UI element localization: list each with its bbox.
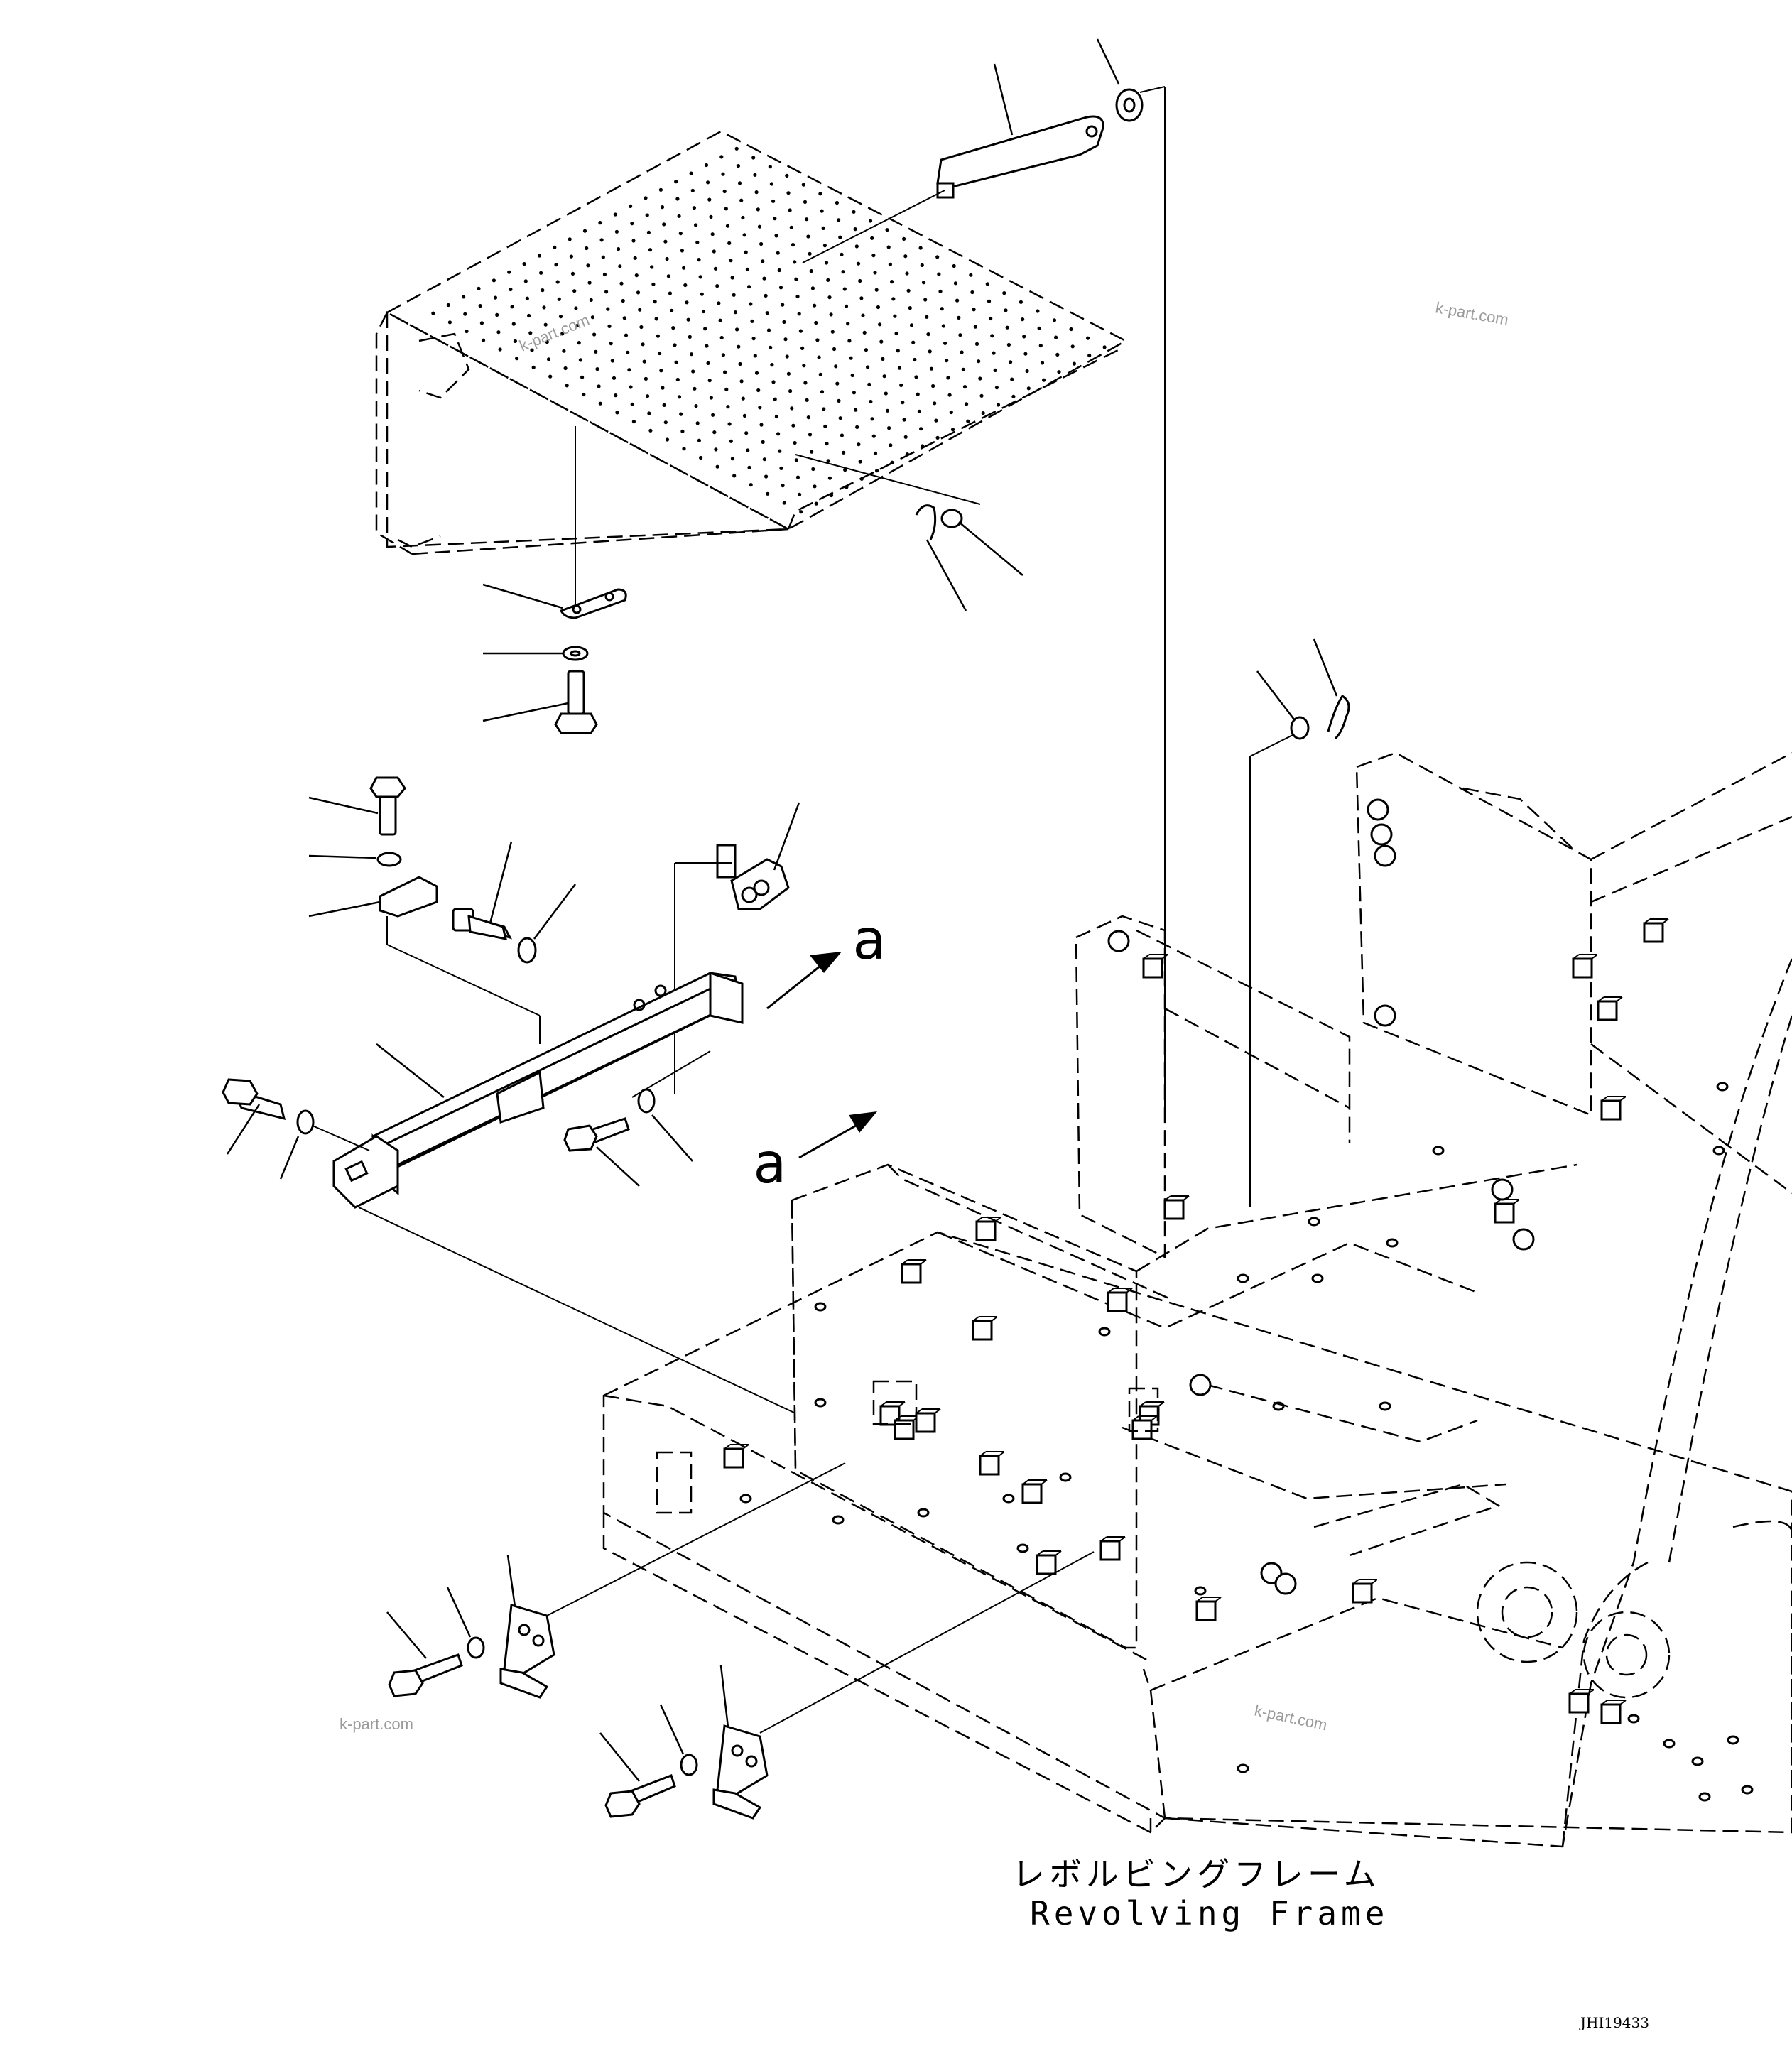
view-marker-a-upper: a bbox=[852, 908, 886, 972]
watermark-bottom-left: k-part.com bbox=[340, 1715, 413, 1733]
watermark-bottom-center: k-part.com bbox=[1253, 1701, 1329, 1734]
plate-perforations bbox=[431, 146, 1107, 514]
step-plate bbox=[375, 130, 1128, 555]
drawing-code: JHI19433 bbox=[1579, 2014, 1649, 2031]
mount-plate-right bbox=[716, 844, 790, 910]
clip-upper bbox=[499, 1604, 555, 1699]
bolt-beam-mid bbox=[452, 908, 513, 940]
bolt-left-top bbox=[369, 776, 406, 836]
clip-lower bbox=[712, 1724, 769, 1820]
watermark-top-right: k-part.com bbox=[1434, 298, 1510, 329]
frame-bolts bbox=[1107, 798, 1535, 1595]
caption-english: Revolving Frame bbox=[1030, 1894, 1389, 1932]
watermark-plate: k-part.com bbox=[517, 311, 592, 355]
revolving-frame bbox=[602, 751, 1792, 1848]
view-marker-a-lower: a bbox=[753, 1132, 786, 1196]
bolt-clip-upper bbox=[388, 1653, 463, 1697]
frame-holes bbox=[739, 1082, 1754, 1802]
bolt-right-lower bbox=[563, 1117, 630, 1152]
bolt-clip-lower bbox=[604, 1774, 676, 1818]
handle-part bbox=[936, 115, 1104, 199]
frame-blocks bbox=[656, 918, 1669, 1724]
caption-japanese: レボルビングフレーム bbox=[1012, 1855, 1381, 1893]
beam-assembly bbox=[332, 971, 744, 1209]
